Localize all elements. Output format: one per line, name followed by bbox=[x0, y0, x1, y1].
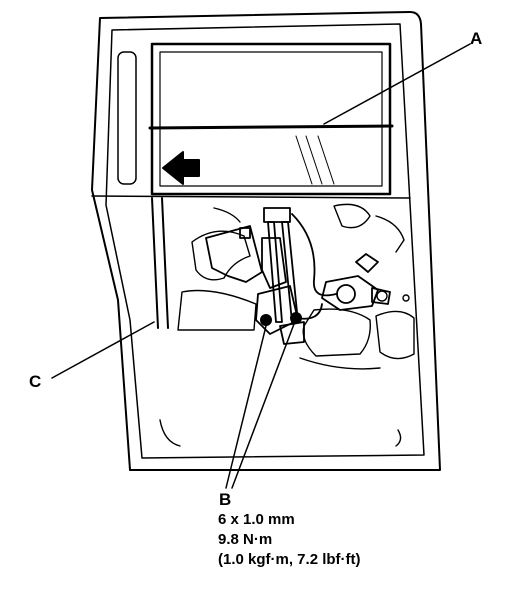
leader-line-c bbox=[51, 321, 155, 379]
torque-value: 9.8 N·m bbox=[218, 531, 273, 548]
bolt-size: 6 x 1.0 mm bbox=[218, 511, 295, 528]
leader-line-b2 bbox=[231, 323, 295, 489]
mounting-bolts bbox=[260, 312, 302, 326]
door-inner-panel bbox=[105, 23, 425, 459]
window-run-channel bbox=[117, 51, 137, 185]
torque-value-alt: (1.0 kgf·m, 7.2 lbf·ft) bbox=[218, 551, 361, 568]
label-c: C bbox=[29, 372, 42, 391]
direction-arrow-icon bbox=[162, 151, 200, 185]
leader-line-a bbox=[323, 43, 471, 125]
run-channel bbox=[151, 197, 169, 329]
torque-spec: 6 x 1.0 mm 9.8 N·m (1.0 kgf·m, 7.2 lbf·f… bbox=[218, 510, 361, 570]
leader-line-b1 bbox=[225, 325, 267, 489]
label-b: B bbox=[219, 490, 232, 509]
window-glass bbox=[148, 42, 394, 196]
panel-openings bbox=[159, 203, 415, 447]
label-a: A bbox=[470, 29, 483, 48]
door-outer-panel bbox=[91, 11, 441, 471]
